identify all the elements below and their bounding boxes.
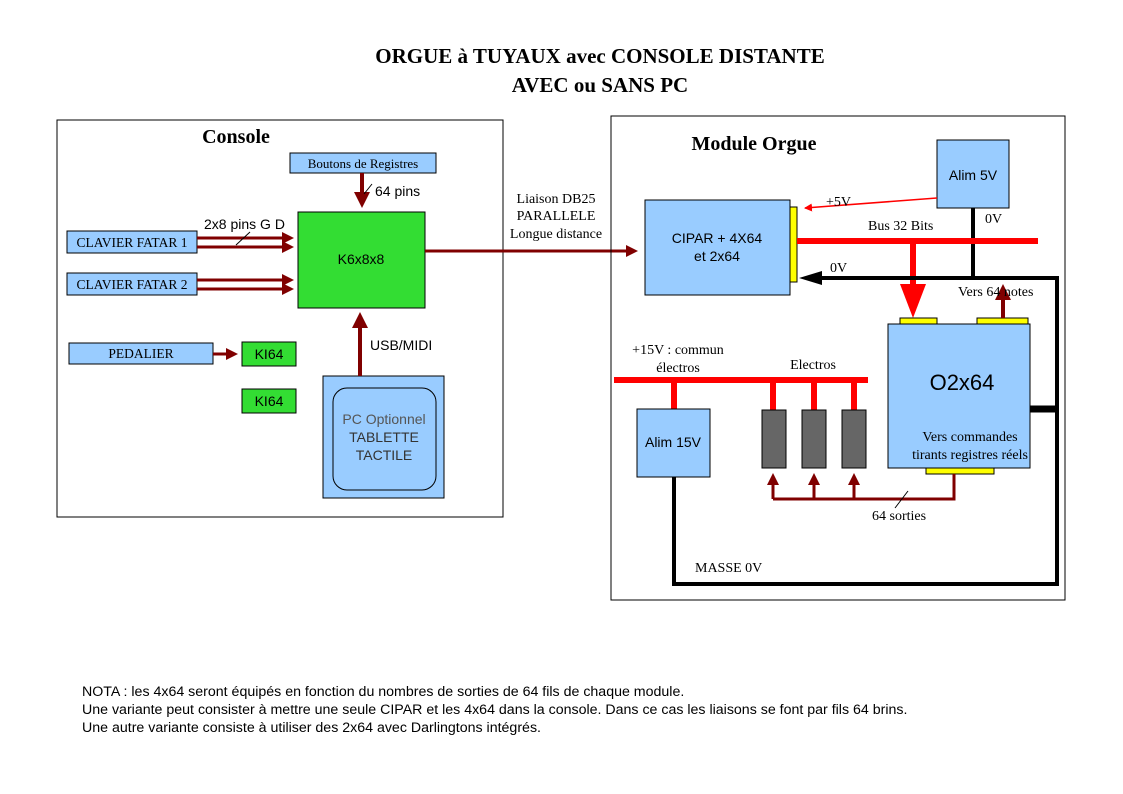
plus-5v-label: +5V: [826, 195, 851, 210]
electro-2: [801, 409, 827, 469]
zero-v-top-label: 0V: [985, 212, 1002, 227]
electro-3: [841, 409, 867, 469]
cipar-label-line1: CIPAR + 4X64: [672, 230, 763, 246]
plus-5v-wire: [804, 197, 938, 212]
ki64-box-a: [241, 341, 297, 367]
alim-15v-label: Alim 15V: [645, 434, 702, 450]
alim-5v-box: [936, 139, 1010, 209]
masse-0v-wire: [672, 477, 1059, 586]
pc-label-line2: TABLETTE: [349, 429, 419, 445]
bus-32-bits-label: Bus 32 Bits: [868, 219, 933, 234]
module-frame: [610, 115, 1066, 601]
plus-15v-label-line2: électros: [656, 361, 700, 376]
pins-2x8-label: 2x8 pins G D: [204, 216, 285, 232]
registres-bus-tick: [363, 183, 373, 195]
sorties-bus-tick: [894, 490, 909, 509]
clavier-fatar-2-label: CLAVIER FATAR 2: [77, 277, 188, 292]
sorties-64-wire: [773, 474, 956, 501]
pedalier-label: PEDALIER: [108, 346, 173, 361]
clavier-fatar-1-label: CLAVIER FATAR 1: [77, 235, 188, 250]
o2x64-notes-connector: [976, 317, 1029, 325]
clavier-fatar-1-box: [66, 230, 198, 254]
ki64-label-a: KI64: [255, 346, 284, 362]
k6x8x8-box: [297, 211, 426, 309]
link-label-line1: Liaison DB25: [517, 192, 596, 207]
vers-64-notes-label: Vers 64 notes: [958, 285, 1033, 300]
alim-5v-label: Alim 5V: [949, 167, 998, 183]
zero-v-mid-label: 0V: [830, 261, 847, 276]
console-heading: Console: [202, 126, 270, 148]
title-line-2: AVEC ou SANS PC: [512, 73, 688, 97]
clavier-bus-tick: [235, 231, 251, 246]
ki64-box-b: [241, 388, 297, 414]
bus-drop-arrowhead: [900, 284, 926, 318]
pc-label-line1: PC Optionnel: [342, 411, 425, 427]
nota-line-3: Une autre variante consiste à utiliser d…: [82, 720, 541, 736]
nota-block: NOTA : les 4x64 seront équipés en foncti…: [82, 683, 907, 737]
module-heading: Module Orgue: [692, 133, 817, 155]
plus-15v-label-line1: +15V : commun: [632, 343, 724, 358]
cipar-connector: [789, 206, 798, 283]
console-frame: [56, 119, 504, 518]
electros-label: Electros: [790, 358, 836, 373]
k6x8x8-label: K6x8x8: [338, 251, 385, 267]
cipar-label-line2: et 2x64: [694, 248, 740, 264]
clavier-fatar-2-box: [66, 272, 198, 296]
title-line-1: ORGUE à TUYAUX avec CONSOLE DISTANTE: [375, 44, 824, 68]
o2x64-bus-connector: [899, 317, 938, 325]
electro-1: [761, 409, 787, 469]
pc-tablet-screen: [332, 387, 437, 491]
masse-0v-label: MASSE 0V: [695, 561, 762, 576]
sorties-64-label: 64 sorties: [872, 509, 926, 524]
ki64-label-b: KI64: [255, 393, 284, 409]
o2x64-box: [887, 323, 1031, 469]
o2x64-label: O2x64: [930, 370, 995, 395]
pc-label-line3: TACTILE: [356, 447, 413, 463]
nota-line-2: Une variante peut consister à mettre une…: [82, 702, 908, 718]
vers-commandes-line1: Vers commandes: [922, 430, 1017, 445]
usb-midi-label: USB/MIDI: [370, 337, 432, 353]
boutons-registres-label: Boutons de Registres: [308, 156, 419, 171]
alim-15v-box: [636, 408, 711, 478]
vers-commandes-line2: tirants registres réels: [912, 448, 1028, 463]
link-label-line2: PARALLELE: [517, 209, 596, 224]
nota-line-1: NOTA : les 4x64 seront équipés en foncti…: [82, 684, 685, 700]
cipar-box: [644, 199, 791, 296]
o2x64-sorties-connector: [925, 467, 995, 475]
pins-64-label: 64 pins: [375, 183, 420, 199]
ground-return-arrowhead: [799, 271, 822, 285]
link-label-line3: Longue distance: [510, 227, 602, 242]
